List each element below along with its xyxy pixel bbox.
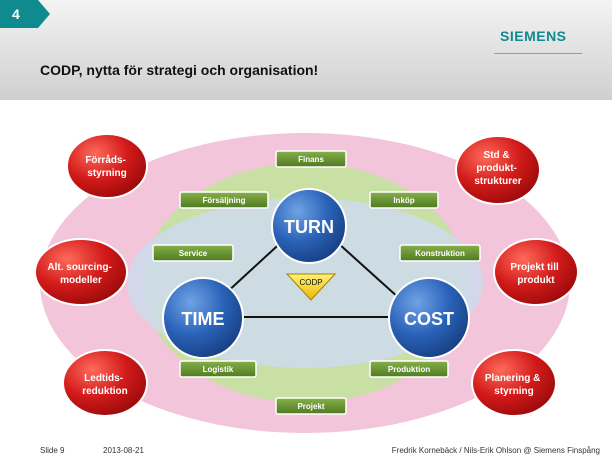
finans-box: Finans	[275, 150, 347, 168]
forsaljning-box: Försäljning	[179, 191, 269, 209]
svg-text:Alt. sourcing- modeller: Alt. sourcing- modeller	[47, 262, 114, 286]
ledtidsreduktion-line-1: Ledtids-	[84, 373, 123, 384]
projekt-till-produkt-line-1: Projekt till	[510, 262, 559, 273]
forradsstyrning-circle: Förråds- styrning	[66, 133, 148, 199]
ledtidsreduktion-circle: Ledtids- reduktion	[62, 349, 148, 417]
svg-text:Projekt till produkt: Projekt till produkt	[510, 262, 561, 286]
logistik-box: Logistik	[179, 360, 257, 378]
footer-slide-label: Slide 9	[40, 446, 65, 455]
slide-number: 4	[12, 6, 20, 22]
projekt-label: Projekt	[297, 402, 324, 411]
finans-label: Finans	[298, 155, 324, 164]
codp-triangle	[285, 273, 337, 301]
std-produktstrukturer-circle: Std & produkt- strukturer	[455, 135, 541, 205]
service-box: Service	[152, 244, 234, 262]
inkop-label: Inköp	[393, 196, 414, 205]
siemens-logo: SIEMENS	[500, 28, 567, 44]
planering-line-1: Planering &	[485, 373, 541, 384]
planering-line-2: styrning	[494, 386, 533, 397]
cost-label: COST	[404, 309, 454, 329]
time-label: TIME	[182, 309, 225, 329]
turn-circle	[271, 188, 347, 264]
slide-header	[0, 0, 612, 100]
planering-styrning-circle: Planering & styrning	[471, 349, 557, 417]
svg-text:Std & produkt- str: Std & produkt- strukturer	[474, 150, 521, 187]
projekt-box: Projekt	[275, 397, 347, 415]
cost-circle	[388, 277, 470, 359]
std-line-1: Std &	[484, 150, 510, 161]
svg-text:Förråds- styrning: Förråds- styrning	[85, 154, 128, 179]
produktion-label: Produktion	[388, 365, 430, 374]
svg-text:Ledtids- reduktion: Ledtids- reduktion	[82, 373, 128, 397]
forsaljning-label: Försäljning	[202, 196, 245, 205]
codp-diagram: CODP TURN TIME COST Finans Försäljning I…	[34, 133, 579, 433]
footer-date: 2013-08-21	[103, 446, 144, 455]
forradsstyrning-line-1: Förråds-	[85, 154, 126, 166]
konstruktion-box: Konstruktion	[399, 244, 481, 262]
logo-divider	[494, 53, 582, 54]
konstruktion-label: Konstruktion	[415, 249, 465, 258]
alt-sourcing-line-2: modeller	[60, 275, 102, 286]
inkop-box: Inköp	[369, 191, 439, 209]
projekt-till-produkt-line-2: produkt	[517, 275, 555, 286]
codp-label: CODP	[299, 278, 322, 287]
slide-number-badge: 4	[0, 0, 50, 28]
alt-sourcing-circle: Alt. sourcing- modeller	[34, 238, 128, 306]
alt-sourcing-line-1: Alt. sourcing-	[47, 262, 111, 273]
logistik-label: Logistik	[203, 365, 234, 374]
slide-title: CODP, nytta för strategi och organisatio…	[40, 62, 319, 78]
time-circle	[162, 277, 244, 359]
ledtidsreduktion-line-2: reduktion	[82, 386, 128, 397]
footer-authors: Fredrik Kornebäck / Nils-Erik Ohlson @ S…	[391, 446, 600, 455]
produktion-box: Produktion	[369, 360, 449, 378]
service-label: Service	[179, 249, 208, 258]
projekt-till-produkt-circle: Projekt till produkt	[493, 238, 579, 306]
slide-number-tab	[0, 0, 50, 28]
svg-text:Planering & styrning: Planering & styrning	[485, 373, 543, 397]
turn-label: TURN	[284, 217, 334, 237]
std-line-2: produkt-	[476, 163, 517, 174]
forradsstyrning-line-2: styrning	[87, 168, 126, 179]
std-line-3: strukturer	[474, 176, 521, 187]
